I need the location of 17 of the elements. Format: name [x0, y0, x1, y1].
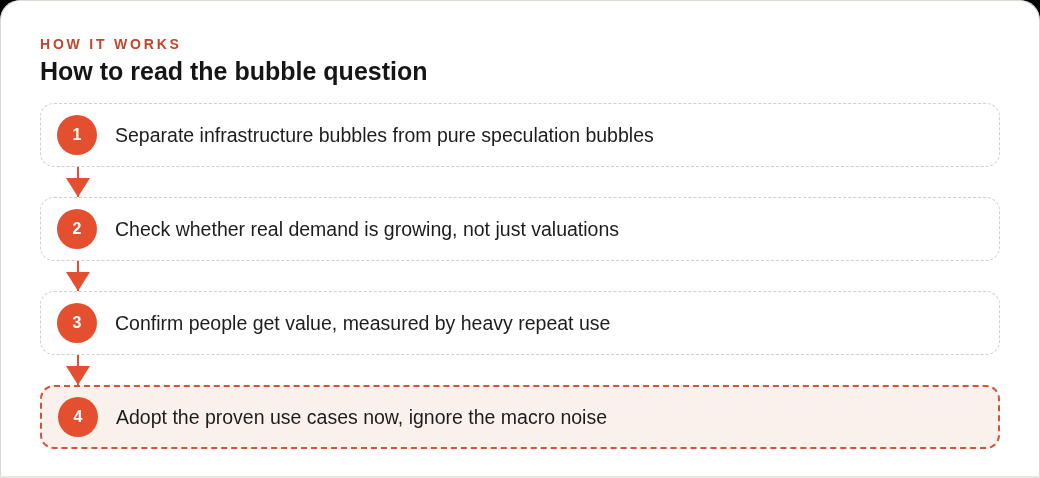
highlighted-step-box — [40, 385, 1000, 449]
step-number-badge: 2 — [57, 209, 97, 249]
step-text: Confirm people get value, measured by heavy repeat use — [115, 310, 611, 336]
step-text: Separate infrastructure bubbles from pure speculation bubbles — [115, 122, 654, 148]
step-box — [40, 291, 1000, 355]
step-number-badge: 3 — [57, 303, 97, 343]
step-text: Adopt the proven use cases now, ignore the macro noise — [116, 404, 608, 430]
arrow — [66, 354, 90, 386]
step-number-badge: 4 — [58, 397, 98, 437]
step-box — [40, 103, 1000, 167]
step-number-badge: 1 — [57, 115, 97, 155]
eyebrow-label: HOW IT WORKS — [40, 37, 182, 51]
step-box — [40, 197, 1000, 261]
arrow — [66, 166, 90, 198]
step-text: Check whether real demand is growing, not just valuations — [115, 216, 620, 242]
diagram-title: How to read the bubble question — [40, 59, 428, 84]
arrow — [66, 260, 90, 292]
